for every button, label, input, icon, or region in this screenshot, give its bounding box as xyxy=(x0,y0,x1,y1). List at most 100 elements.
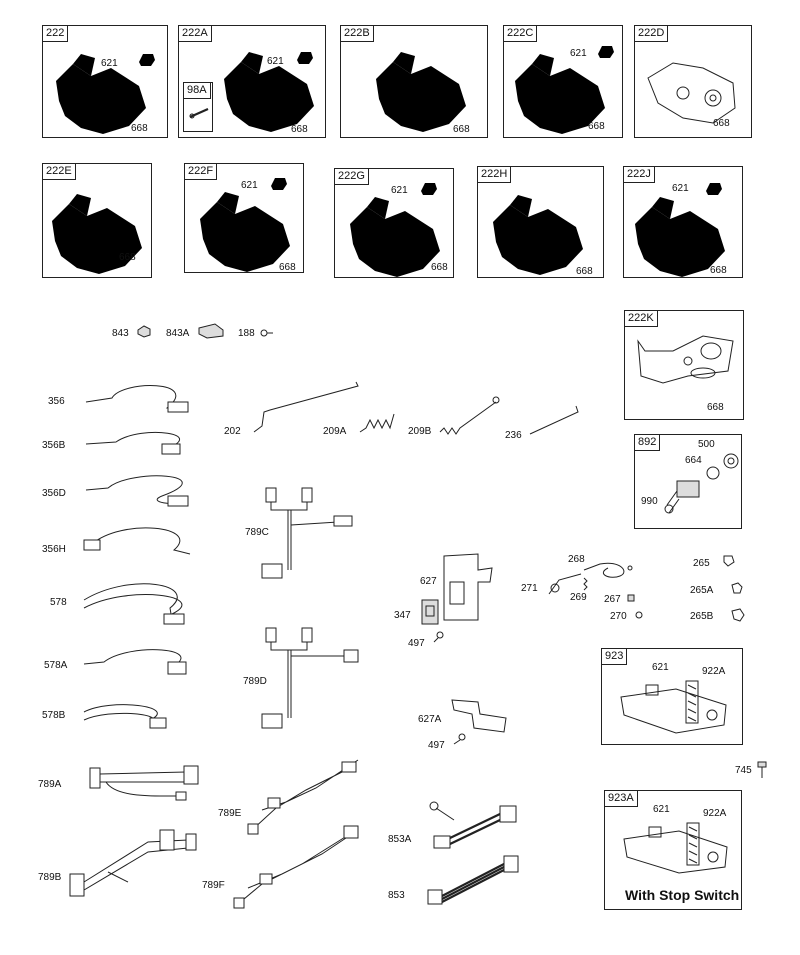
callout-222F: 222F xyxy=(184,163,218,180)
label-664: 664 xyxy=(685,455,702,466)
wire-578A xyxy=(83,649,187,675)
label-356: 356 xyxy=(48,396,65,407)
label-668: 668 xyxy=(710,265,727,276)
part-265A xyxy=(731,582,743,594)
label-668: 668 xyxy=(131,123,148,134)
label-668: 668 xyxy=(119,252,136,263)
label-265: 265 xyxy=(693,558,710,569)
screw-497 xyxy=(453,733,466,745)
label-843A: 843A xyxy=(166,328,190,339)
harness-789A xyxy=(89,765,199,801)
clip-621 xyxy=(297,52,313,64)
governor-bracket-222H xyxy=(493,195,583,275)
governor-bracket-222G xyxy=(350,197,440,277)
label-621: 621 xyxy=(653,804,670,815)
spring-209A xyxy=(359,413,395,433)
callout-222A: 222A xyxy=(178,25,212,42)
label-271: 271 xyxy=(521,583,538,594)
cable-853A xyxy=(429,801,517,849)
panel-222C: 222C 621 668 xyxy=(503,25,623,138)
bracket-assembly-923 xyxy=(620,680,727,734)
label-668: 668 xyxy=(588,121,605,132)
label-347: 347 xyxy=(394,610,411,621)
part-270 xyxy=(635,611,643,619)
label-789F: 789F xyxy=(202,880,225,891)
label-188: 188 xyxy=(238,328,255,339)
callout-923: 923 xyxy=(601,648,628,665)
callout-923A: 923A xyxy=(604,790,638,807)
panel-222D: 222D 668 xyxy=(634,25,752,138)
panel-222K: 222K 668 xyxy=(624,310,744,420)
label-621: 621 xyxy=(570,48,587,59)
label-853A: 853A xyxy=(388,834,412,845)
governor-bracket-222F xyxy=(200,192,290,272)
spring-98A xyxy=(189,107,209,119)
wire-356H xyxy=(83,527,191,555)
screw-497 xyxy=(433,631,444,643)
label-578A: 578A xyxy=(44,660,68,671)
label-209B: 209B xyxy=(408,426,432,437)
cable-268 xyxy=(583,562,633,578)
panel-98A: 98A xyxy=(183,82,213,132)
callout-222H: 222H xyxy=(477,166,512,183)
panel-222B: 222B 668 xyxy=(340,25,488,138)
label-265B: 265B xyxy=(690,611,714,622)
plate-627A xyxy=(451,699,507,733)
linkage-rod-202 xyxy=(253,381,359,433)
label-789D: 789D xyxy=(243,676,267,687)
label-668: 668 xyxy=(453,124,470,135)
cable-853 xyxy=(427,855,519,905)
label-745: 745 xyxy=(735,765,752,776)
panel-923A: 923A 621 922A With Stop Switch xyxy=(604,790,742,910)
governor-bracket-222D xyxy=(647,62,736,124)
spring-269 xyxy=(583,577,588,591)
label-668: 668 xyxy=(576,266,593,277)
part-265B xyxy=(731,608,745,622)
label-497: 497 xyxy=(428,740,445,751)
label-269: 269 xyxy=(570,592,587,603)
panel-222A: 222A 621 668 98A xyxy=(178,25,326,138)
label-497: 497 xyxy=(408,638,425,649)
label-843: 843 xyxy=(112,328,129,339)
clip-621 xyxy=(421,183,437,195)
part-267 xyxy=(627,594,635,602)
label-621: 621 xyxy=(101,58,118,69)
callout-222J: 222J xyxy=(623,166,655,183)
label-356D: 356D xyxy=(42,488,66,499)
wire-578B xyxy=(83,704,167,729)
label-627A: 627A xyxy=(418,714,442,725)
callout-222: 222 xyxy=(42,25,69,42)
label-265A: 265A xyxy=(690,585,714,596)
label-789B: 789B xyxy=(38,872,62,883)
label-356B: 356B xyxy=(42,440,66,451)
label-668: 668 xyxy=(713,118,730,129)
label-621: 621 xyxy=(652,662,669,673)
harness-789E xyxy=(247,759,359,835)
lever-271 xyxy=(548,573,582,595)
part-843A xyxy=(198,323,224,339)
panel-222E: 222E 668 xyxy=(42,163,152,278)
callout-98A: 98A xyxy=(183,82,211,99)
label-578: 578 xyxy=(50,597,67,608)
label-789C: 789C xyxy=(245,527,269,538)
label-668: 668 xyxy=(431,262,448,273)
spring-209B xyxy=(439,396,500,435)
label-627: 627 xyxy=(420,576,437,587)
panel-222G: 222G 621 668 xyxy=(334,168,454,278)
label-922A: 922A xyxy=(703,808,727,819)
label-990: 990 xyxy=(641,496,658,507)
label-236: 236 xyxy=(505,430,522,441)
wire-356D xyxy=(85,475,189,507)
governor-bracket-222B xyxy=(376,52,466,132)
label-853: 853 xyxy=(388,890,405,901)
callout-222K: 222K xyxy=(624,310,658,327)
plate-627 xyxy=(443,553,493,621)
note-with-stop-switch: With Stop Switch xyxy=(625,887,740,903)
bolt-745 xyxy=(757,761,767,778)
label-202: 202 xyxy=(224,426,241,437)
clip-621 xyxy=(139,54,155,66)
clip-621 xyxy=(271,178,287,190)
ignition-switch xyxy=(664,453,739,514)
callout-222B: 222B xyxy=(340,25,374,42)
label-621: 621 xyxy=(241,180,258,191)
